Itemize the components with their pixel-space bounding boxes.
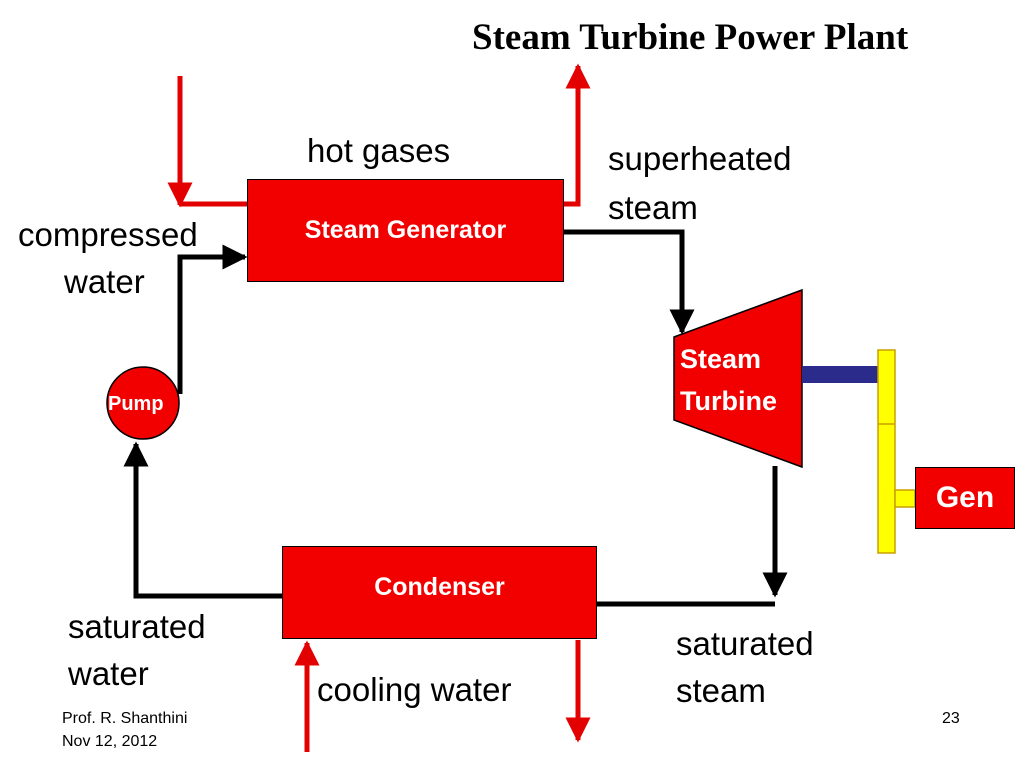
saturated-water-label-1: saturated [68, 608, 206, 645]
cooling-water-label: cooling water [317, 671, 512, 708]
generator-coupling-stub [894, 489, 916, 508]
steam-turbine-label-1: Steam [680, 344, 762, 374]
superheated-steam-line [564, 229, 695, 335]
saturated-water-line [123, 441, 282, 599]
footer-author: Prof. R. Shanthini [62, 710, 188, 727]
hot-gases-outlet-arrow [564, 63, 591, 207]
page-title: Steam Turbine Power Plant [472, 17, 909, 58]
condenser-label: Condenser [374, 573, 505, 601]
generator-box: Gen [915, 467, 1015, 529]
compressed-water-label-1: compressed [18, 216, 198, 253]
compressed-water-line [177, 244, 248, 394]
steam-generator-box: Steam Generator [247, 179, 564, 282]
superheated-steam-label-1: superheated [608, 140, 792, 177]
compressed-water-label-2: water [64, 263, 145, 300]
steam-turbine-shape [673, 288, 803, 469]
saturated-steam-label-2: steam [676, 672, 766, 709]
saturated-steam-label-1: saturated [676, 625, 814, 662]
footer-date: Nov 12, 2012 [62, 733, 158, 750]
generator-label: Gen [935, 481, 995, 514]
pump-label: Pump [108, 393, 164, 415]
page-number: 23 [942, 710, 960, 727]
condenser-box: Condenser [282, 546, 597, 639]
turbine-shaft [802, 366, 880, 383]
generator-coupling-frame [877, 349, 896, 554]
saturated-water-label-2: water [68, 655, 149, 692]
hot-gases-label: hot gases [307, 132, 451, 169]
steam-generator-label: Steam Generator [304, 216, 507, 244]
superheated-steam-label-2: steam [608, 189, 698, 226]
steam-turbine-label-2: Turbine [680, 386, 777, 416]
pump-circle [106, 366, 180, 440]
